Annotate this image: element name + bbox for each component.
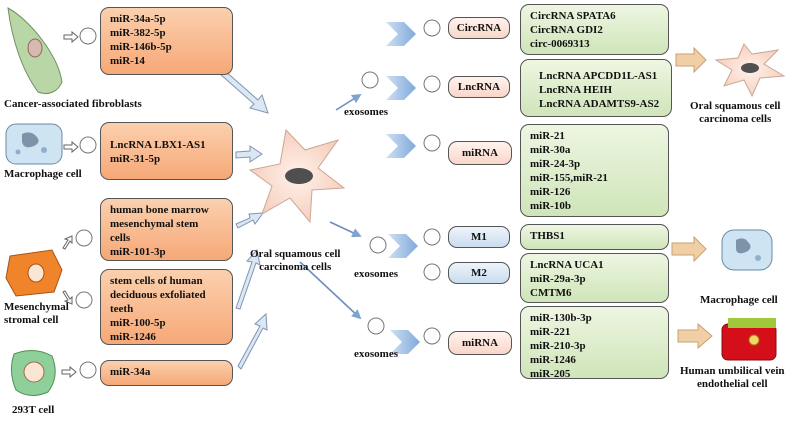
- oscc-outcome-cell-icon: [714, 43, 786, 98]
- center-label-line: Oral squamous cell: [250, 248, 341, 260]
- circrna-item: CircRNA GDI2: [530, 24, 603, 36]
- m2-item: miR-29a-3p: [530, 273, 586, 285]
- circrna-tag: CircRNA: [448, 17, 510, 39]
- mirna2-item: miR-1246: [530, 354, 576, 366]
- lncrna-tag: LncRNA: [448, 76, 510, 98]
- hbm-item: miR-101-3p: [110, 246, 166, 258]
- 293t-cell-icon: [10, 350, 56, 396]
- huvec-label-line: endothelial cell: [696, 378, 768, 390]
- huvec-label-line: Human umbilical vein: [680, 365, 785, 377]
- circrna-item: circ-0069313: [530, 38, 590, 50]
- oscc-outcome-label: Oral squamous cell carcinoma cells: [690, 100, 780, 126]
- mirna1-item: miR-21: [530, 130, 565, 142]
- circrna-item: CircRNA SPATA6: [530, 10, 616, 22]
- caf-item: miR-14: [110, 55, 145, 67]
- mirna-list-2: miR-130b-3p miR-221 miR-210-3p miR-1246 …: [520, 306, 669, 380]
- oscc-center-cell-icon: [248, 128, 346, 224]
- outcome-arrows: [671, 46, 713, 350]
- m2-item: LncRNA UCA1: [530, 259, 604, 271]
- macrophage-source-box: LncRNA LBX1-AS1 miR-31-5p: [100, 122, 233, 180]
- exosome-icons-center: [361, 71, 387, 335]
- m1-tag: M1: [448, 226, 510, 248]
- caf-item: miR-34a-5p: [110, 13, 166, 25]
- mirna1-item: miR-30a: [530, 144, 571, 156]
- shed-item: miR-100-5p: [110, 317, 166, 329]
- huvec-label: Human umbilical vein endothelial cell: [680, 365, 785, 391]
- lncrna-item: LncRNA ADAMTS9-AS2: [539, 98, 660, 110]
- lncrna-item: LncRNA HEIH: [539, 84, 613, 96]
- hbm-item: mesenchymal stem: [110, 218, 199, 230]
- shed-item: stem cells of human: [110, 275, 203, 287]
- msc-label-line: stromal cell: [4, 314, 59, 326]
- mirna2-item: miR-205: [530, 368, 571, 380]
- 293t-item: miR-34a: [110, 366, 151, 378]
- huvec-cell-icon: [721, 318, 777, 361]
- exosome-icons-left: [75, 27, 97, 379]
- mirna2-item: miR-130b-3p: [530, 312, 592, 324]
- m1-list: THBS1: [520, 224, 669, 250]
- macrophage-cell-icon: [5, 123, 63, 165]
- macrophage-source-item: LncRNA LBX1-AS1: [110, 139, 206, 151]
- caf-item: miR-146b-5p: [110, 41, 172, 53]
- macrophage-source-item: miR-31-5p: [110, 153, 161, 165]
- msc-label: Mesenchymal stromal cell: [4, 301, 69, 327]
- hbm-item: cells: [110, 232, 131, 244]
- m2-list: LncRNA UCA1 miR-29a-3p CMTM6: [520, 253, 669, 303]
- shed-item: deciduous exfoliated: [110, 289, 206, 301]
- lncrna-item: LncRNA APCDD1L-AS1: [539, 70, 658, 82]
- exosomes-label-1: exosomes: [344, 106, 388, 118]
- caf-mirna-box: miR-34a-5p miR-382-5p miR-146b-5p miR-14: [100, 7, 233, 75]
- mirna-tag-2: miRNA: [448, 331, 512, 355]
- oscc-outcome-line: Oral squamous cell: [690, 100, 781, 112]
- arrows-to-center: [219, 69, 269, 370]
- fibroblast-icon: [7, 7, 63, 95]
- source-small-arrows: [61, 30, 79, 379]
- macrophage-source-label: Macrophage cell: [4, 168, 82, 180]
- oscc-outcome-line: carcinoma cells: [699, 113, 772, 125]
- exosomes-label-3: exosomes: [354, 348, 398, 360]
- mirna1-item: miR-126: [530, 186, 571, 198]
- mirna1-item: miR-10b: [530, 200, 571, 212]
- mirna1-item: miR-155,miR-21: [530, 172, 608, 184]
- center-label-line: carcinoma cells: [259, 261, 332, 273]
- macrophage-outcome-label: Macrophage cell: [700, 294, 778, 306]
- mirna-tag-1: miRNA: [448, 141, 512, 165]
- mirna2-item: miR-221: [530, 326, 571, 338]
- exosomes-label-2: exosomes: [354, 268, 398, 280]
- 293t-label: 293T cell: [12, 404, 55, 416]
- caf-label: Cancer-associated fibroblasts: [4, 98, 142, 110]
- msc-label-line: Mesenchymal: [4, 301, 69, 313]
- hbm-msc-box: human bone marrow mesenchymal stem cells…: [100, 198, 233, 261]
- macrophage-outcome-icon: [721, 229, 773, 271]
- exosome-icons-tags: [423, 19, 441, 345]
- shed-item: teeth: [110, 303, 134, 315]
- lncrna-list: LncRNA APCDD1L-AS1 LncRNA HEIH LncRNA AD…: [520, 59, 672, 117]
- 293t-box: miR-34a: [100, 360, 233, 386]
- chevron-arrows: [386, 22, 420, 354]
- shed-msc-box: stem cells of human deciduous exfoliated…: [100, 269, 233, 345]
- hbm-item: human bone marrow: [110, 204, 209, 216]
- m2-tag: M2: [448, 262, 510, 284]
- mirna1-item: miR-24-3p: [530, 158, 581, 170]
- m2-item: CMTM6: [530, 287, 572, 299]
- shed-item: miR-1246: [110, 331, 156, 343]
- m1-item: THBS1: [530, 230, 565, 242]
- mesenchymal-cell-icon: [5, 249, 63, 297]
- caf-item: miR-382-5p: [110, 27, 166, 39]
- center-to-exosome-arrows: [299, 93, 362, 320]
- mirna2-item: miR-210-3p: [530, 340, 586, 352]
- circrna-list: CircRNA SPATA6 CircRNA GDI2 circ-0069313: [520, 4, 669, 55]
- mirna-list-1: miR-21 miR-30a miR-24-3p miR-155,miR-21 …: [520, 124, 669, 217]
- center-cell-label: Oral squamous cell carcinoma cells: [250, 248, 340, 274]
